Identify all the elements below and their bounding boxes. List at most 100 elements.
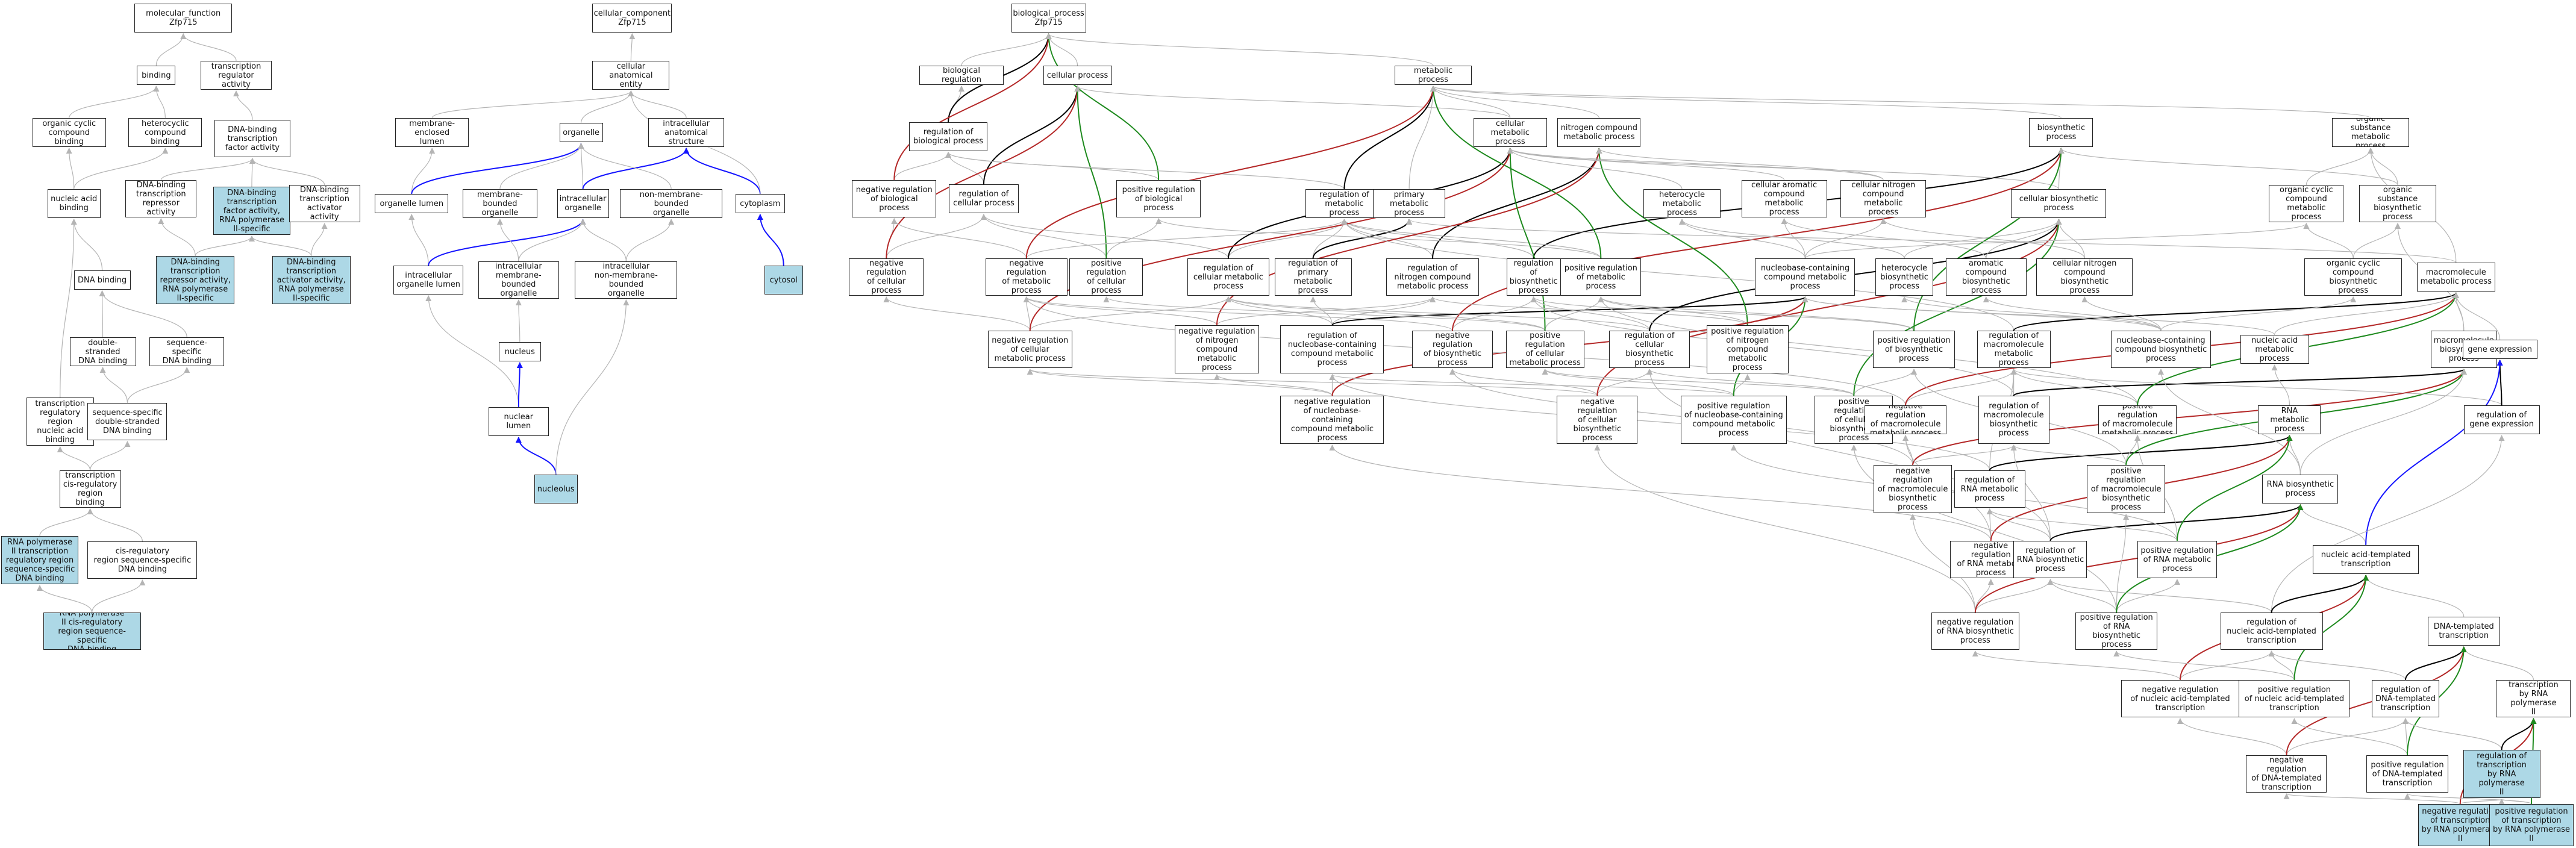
go-term-node[interactable]: molecular_function Zfp715 — [134, 4, 233, 33]
go-term-node[interactable]: primary metabolic process — [1373, 189, 1446, 218]
go-term-node[interactable]: nucleic acid binding — [47, 189, 101, 218]
go-term-node[interactable]: double-stranded DNA binding — [69, 337, 136, 366]
go-term-node[interactable]: nuclear lumen — [488, 407, 549, 436]
go-term-node[interactable]: RNA biosynthetic process — [2262, 475, 2339, 504]
go-term-node[interactable]: nucleobase-containing compound biosynthe… — [2111, 331, 2211, 368]
go-term-node[interactable]: DNA-binding transcription activator acti… — [289, 185, 360, 222]
go-term-node[interactable]: positive regulation of nitrogen compound… — [1706, 325, 1789, 373]
go-term-node[interactable]: positive regulation of biosynthetic proc… — [1873, 331, 1955, 368]
go-term-node[interactable]: organelle lumen — [375, 194, 449, 213]
go-term-node[interactable]: membrane-bounded organelle — [462, 189, 537, 218]
go-term-node[interactable]: cis-regulatory region sequence-specific … — [87, 541, 198, 579]
go-term-node[interactable]: DNA-binding transcription repressor acti… — [125, 180, 197, 217]
go-term-node[interactable]: regulation of macromolecule metabolic pr… — [1977, 331, 2051, 368]
go-term-node[interactable]: positive regulation of nucleobase-contai… — [1680, 396, 1787, 444]
go-term-node[interactable]: cytosol — [764, 266, 803, 295]
go-term-node[interactable]: intracellular organelle lumen — [393, 266, 464, 295]
go-term-node[interactable]: membrane-enclosed lumen — [395, 118, 469, 147]
go-term-node[interactable]: cellular anatomical entity — [592, 61, 670, 90]
go-term-node[interactable]: negative regulation of macromolecule met… — [1865, 405, 1947, 434]
go-term-node[interactable]: regulation of gene expression — [2463, 405, 2540, 434]
go-term-node[interactable]: non-membrane-bounded organelle — [620, 189, 723, 218]
go-term-node[interactable]: regulation of biosynthetic process — [1506, 258, 1561, 296]
go-term-node[interactable]: sequence-specific DNA binding — [149, 337, 225, 366]
go-term-node[interactable]: negative regulation of cellular process — [849, 258, 924, 296]
go-term-node[interactable]: regulation of nitrogen compound metaboli… — [1386, 258, 1480, 296]
go-term-node[interactable]: organelle — [559, 123, 603, 142]
go-term-node[interactable]: cellular_component Zfp715 — [592, 4, 672, 33]
go-term-node[interactable]: regulation of metabolic process — [1305, 189, 1383, 218]
go-term-node[interactable]: aromatic compound biosynthetic process — [1945, 258, 2027, 296]
go-term-node[interactable]: positive regulation of macromolecule met… — [2098, 405, 2177, 434]
go-term-node[interactable]: organic cyclic compound metabolic proces… — [2269, 185, 2344, 222]
go-term-node[interactable]: negative regulation of macromolecule bio… — [1874, 465, 1952, 513]
go-term-node[interactable]: negative regulation of cellular biosynth… — [1557, 396, 1638, 444]
go-term-node[interactable]: intracellular membrane-bounded organelle — [478, 261, 559, 299]
go-term-node[interactable]: intracellular anatomical structure — [648, 118, 725, 147]
go-term-node[interactable]: cellular process — [1043, 66, 1112, 85]
go-term-node[interactable]: binding — [137, 66, 176, 85]
go-term-node[interactable]: positive regulation of RNA metabolic pro… — [2137, 541, 2217, 578]
go-term-node[interactable]: negative regulation of biological proces… — [852, 180, 937, 217]
go-term-node[interactable]: cellular nitrogen compound biosynthetic … — [2036, 258, 2133, 296]
go-term-node[interactable]: heterocycle metabolic process — [1643, 189, 1721, 218]
go-term-node[interactable]: negative regulation of cellular metaboli… — [987, 331, 1072, 368]
go-term-node[interactable]: nucleobase-containing compound metabolic… — [1755, 258, 1855, 296]
go-term-node[interactable]: organic cyclic compound biosynthetic pro… — [2304, 258, 2402, 296]
go-term-node[interactable]: transcription regulatory region nucleic … — [26, 398, 94, 446]
go-term-node[interactable]: DNA-templated transcription — [2427, 617, 2500, 646]
go-term-node[interactable]: regulation of cellular metabolic process — [1187, 258, 1269, 296]
go-term-node[interactable]: RNA metabolic process — [2258, 405, 2321, 434]
go-term-node[interactable]: cellular biosynthetic process — [2011, 189, 2107, 218]
go-term-node[interactable]: RNA polymerase II transcription regulato… — [1, 536, 78, 584]
go-term-node[interactable]: regulation of cellular process — [948, 184, 1019, 213]
go-term-node[interactable]: positive regulation of cellular process — [1069, 258, 1143, 296]
go-term-node[interactable]: macromolecule metabolic process — [2416, 263, 2495, 292]
go-term-node[interactable]: sequence-specific double-stranded DNA bi… — [87, 403, 167, 440]
go-term-node[interactable]: heterocycle biosynthetic process — [1875, 258, 1934, 296]
go-term-node[interactable]: intracellular non-membrane-bounded organ… — [575, 261, 678, 299]
go-term-node[interactable]: DNA-binding transcription repressor acti… — [156, 256, 235, 304]
go-term-node[interactable]: transcription cis-regulatory region bind… — [59, 470, 121, 508]
go-term-node[interactable]: nitrogen compound metabolic process — [1557, 118, 1641, 147]
go-term-node[interactable]: regulation of macromolecule biosynthetic… — [1978, 396, 2049, 444]
go-term-node[interactable]: positive regulation of metabolic process — [1560, 258, 1642, 296]
go-term-node[interactable]: positive regulation of DNA-templated tra… — [2366, 755, 2448, 793]
go-term-node[interactable]: regulation of nucleobase-containing comp… — [1280, 325, 1384, 373]
go-term-node[interactable]: biosynthetic process — [2029, 118, 2093, 147]
go-term-node[interactable]: regulation of primary metabolic process — [1274, 258, 1352, 296]
go-term-node[interactable]: regulation of biological process — [909, 122, 988, 151]
go-term-node[interactable]: positive regulation of biological proces… — [1116, 180, 1201, 217]
go-term-node[interactable]: positive regulation of transcription by … — [2489, 804, 2574, 846]
go-term-node[interactable]: negative regulation of DNA-templated tra… — [2246, 755, 2327, 793]
go-term-node[interactable]: cellular metabolic process — [1473, 118, 1547, 147]
go-term-node[interactable]: DNA binding — [73, 270, 131, 290]
go-term-node[interactable]: positive regulation of nucleic acid-temp… — [2239, 680, 2350, 717]
go-term-node[interactable]: nucleus — [498, 342, 541, 361]
go-term-node[interactable]: transcription by RNA polymerase II — [2496, 680, 2571, 717]
go-term-node[interactable]: positive regulation of macromolecule bio… — [2087, 465, 2166, 513]
go-term-node[interactable]: negative regulation of biosynthetic proc… — [1411, 331, 1493, 368]
go-term-node[interactable]: positive regulation of cellular metaboli… — [1505, 331, 1584, 368]
go-term-node[interactable]: gene expression — [2462, 340, 2537, 359]
go-term-node[interactable]: regulation of nucleic acid-templated tra… — [2220, 613, 2323, 650]
go-term-node[interactable]: negative regulation of nitrogen compound… — [1174, 325, 1259, 373]
go-term-node[interactable]: nucleic acid-templated transcription — [2313, 545, 2419, 574]
go-term-node[interactable]: metabolic process — [1395, 66, 1472, 85]
go-term-node[interactable]: heterocyclic compound binding — [128, 118, 202, 147]
go-term-node[interactable]: biological regulation — [919, 66, 1004, 85]
go-term-node[interactable]: biological_process Zfp715 — [1011, 4, 1086, 33]
go-term-node[interactable]: negative regulation of transcription by … — [2418, 804, 2503, 846]
go-term-node[interactable]: RNA polymerase II cis-regulatory region … — [43, 613, 141, 650]
go-term-node[interactable]: regulation of RNA metabolic process — [1954, 470, 2025, 508]
go-term-node[interactable]: DNA-binding transcription factor activit… — [213, 187, 290, 235]
go-term-node[interactable]: negative regulation of RNA biosynthetic … — [1931, 613, 2019, 650]
go-term-node[interactable]: cellular aromatic compound metabolic pro… — [1741, 180, 1827, 217]
go-term-node[interactable]: negative regulation of metabolic process — [985, 258, 1068, 296]
go-term-node[interactable]: organic substance biosynthetic process — [2359, 185, 2437, 222]
go-term-node[interactable]: cytoplasm — [735, 194, 785, 213]
go-term-node[interactable]: negative regulation of nucleic acid-temp… — [2121, 680, 2239, 717]
go-term-node[interactable]: positive regulation of RNA biosynthetic … — [2075, 613, 2158, 650]
go-term-node[interactable]: transcription regulator activity — [201, 61, 272, 90]
go-term-node[interactable]: organic cyclic compound binding — [32, 118, 106, 147]
